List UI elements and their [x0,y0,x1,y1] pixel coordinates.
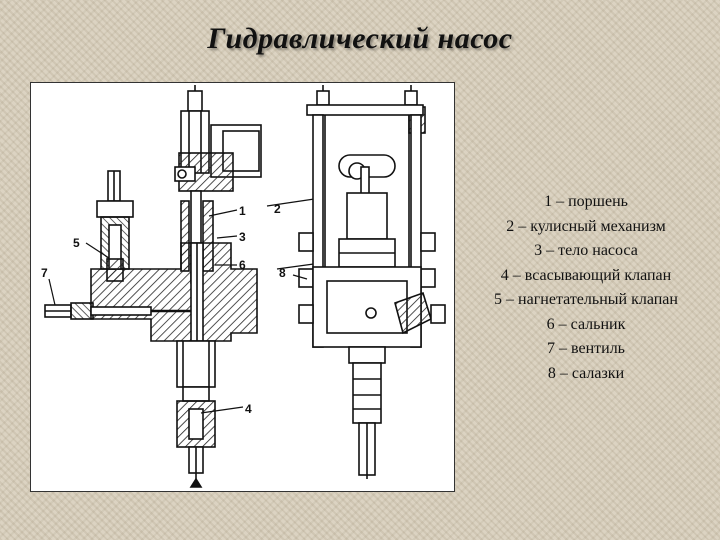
callout-5: 5 [73,236,80,250]
legend-item-3: 3 – тело насоса [534,242,638,259]
callout-2: 2 [274,202,281,216]
callout-6: 6 [239,258,246,272]
callout-8: 8 [279,266,286,280]
legend-item-8: 8 – салазки [547,364,625,382]
pump-drawing-svg: 1 2 3 4 5 6 7 8 [41,85,446,488]
legend-item-1: 1 – поршень [544,193,628,210]
callout-3: 3 [239,230,246,244]
legend-item-2: 2 – кулисный механизм [506,217,666,235]
callout-1: 1 [239,204,246,218]
slide-title: Гидравлический насос [207,22,513,55]
legend-item-5: 5 – нагнетательный клапан [494,291,678,308]
parts-legend: 1 – поршень 2 – кулисный механизм 3 – те… [455,190,717,386]
left-section-view [44,85,322,488]
legend-item-7: 7 – вентиль [547,340,625,357]
legend-item-6: 6 – сальник [546,315,626,333]
right-front-view [292,85,446,479]
legend-item-4: 4 – всасывающий клапан [500,266,672,284]
pump-drawing: 1 2 3 4 5 6 7 8 [30,82,455,492]
callout-4: 4 [245,402,252,416]
callout-7: 7 [41,266,48,280]
